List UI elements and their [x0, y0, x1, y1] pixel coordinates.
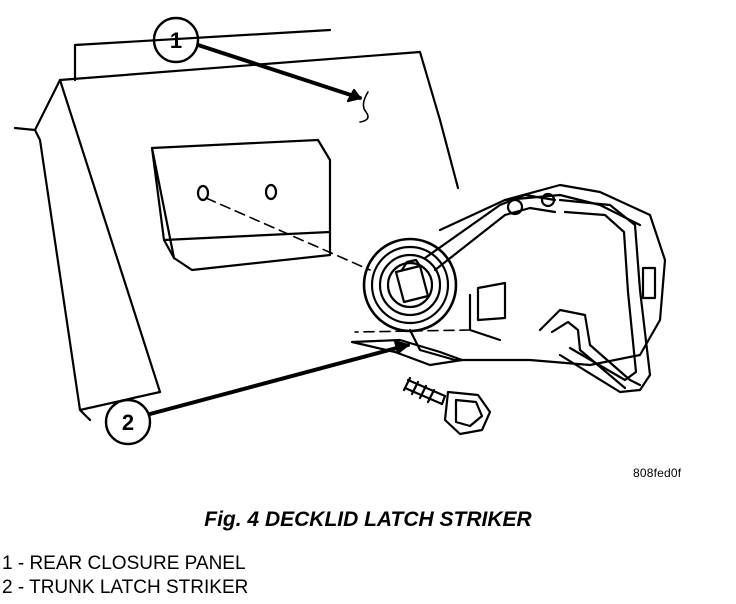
- legend-item-2: 2 - TRUNK LATCH STRIKER: [2, 577, 249, 598]
- rear-closure-panel: [13, 28, 460, 422]
- callout-1: [152, 16, 369, 123]
- callout-2-number: 2: [122, 410, 134, 435]
- lock-cylinder: [362, 237, 458, 333]
- legend-item-1: 1 - REAR CLOSURE PANEL: [2, 553, 246, 574]
- trunk-latch-striker: [350, 338, 492, 436]
- callout-2: [104, 339, 410, 446]
- latch-assembly: [408, 183, 667, 394]
- decklid-latch-striker-diagram: 1 2: [13, 16, 667, 446]
- callout-1-number: 1: [170, 28, 182, 53]
- panel-pocket: [150, 138, 332, 272]
- legend: 1 - REAR CLOSURE PANEL 2 - TRUNK LATCH S…: [2, 552, 248, 600]
- figure-code: 808fed0f: [633, 466, 682, 480]
- figure-caption: Fig. 4 DECKLID LATCH STRIKER: [204, 508, 532, 531]
